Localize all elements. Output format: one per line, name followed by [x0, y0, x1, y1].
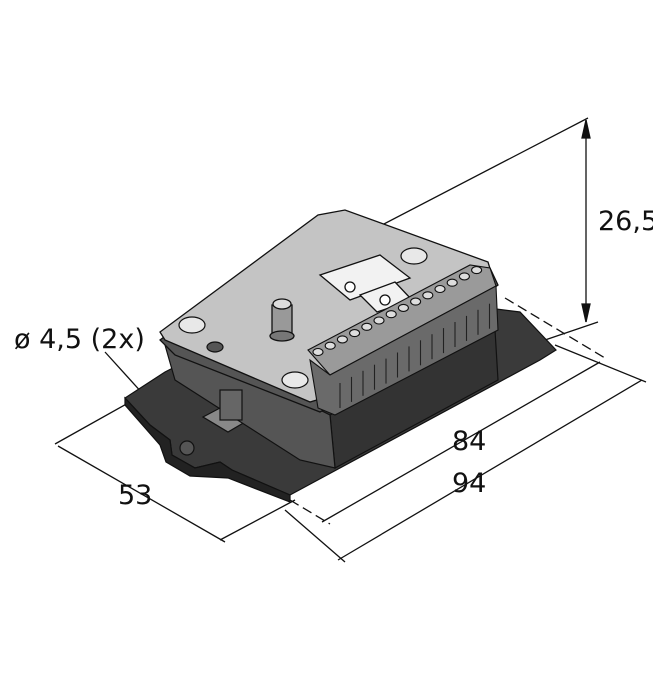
dimension-84-label: 84 — [452, 426, 487, 457]
label-area — [318, 254, 412, 301]
terminal-screw — [446, 278, 458, 287]
terminal-screw — [385, 310, 397, 319]
screw-icon — [281, 371, 309, 389]
screw-icon — [400, 247, 428, 265]
terminal-screw — [361, 322, 373, 331]
terminal-screw — [312, 347, 324, 357]
terminal-screw — [397, 303, 409, 312]
terminal-block — [307, 264, 499, 416]
terminal-screw — [458, 272, 470, 281]
terminal-screw — [373, 316, 385, 325]
dimension-84-line — [321, 361, 601, 523]
terminal-screw — [434, 284, 446, 294]
arrowhead — [581, 119, 591, 139]
dimension-53-label: 53 — [118, 480, 153, 511]
dimension-hole-label: ø 4,5 (2x) — [14, 324, 145, 355]
screw-icon — [178, 316, 206, 334]
terminal-slots — [339, 303, 491, 408]
terminal-screw — [410, 297, 422, 306]
terminal-screw — [471, 266, 483, 275]
dimension-53-line — [57, 445, 226, 543]
housing — [164, 329, 499, 469]
dimension-94-label: 94 — [452, 468, 487, 499]
connector — [269, 298, 295, 342]
dimension-94-line — [337, 379, 643, 561]
terminal-screw — [422, 291, 434, 300]
screws — [178, 247, 428, 389]
terminal-screws — [312, 266, 483, 357]
mounting-hole — [179, 440, 195, 456]
terminal-screw — [324, 341, 336, 350]
height-extension-bottom — [544, 321, 599, 341]
arrowhead — [581, 303, 591, 323]
terminal-screw — [349, 329, 361, 338]
terminal-screw — [336, 335, 348, 344]
dimension-height-label: 26,5 — [598, 206, 653, 237]
dimension-84-extension — [504, 297, 606, 359]
